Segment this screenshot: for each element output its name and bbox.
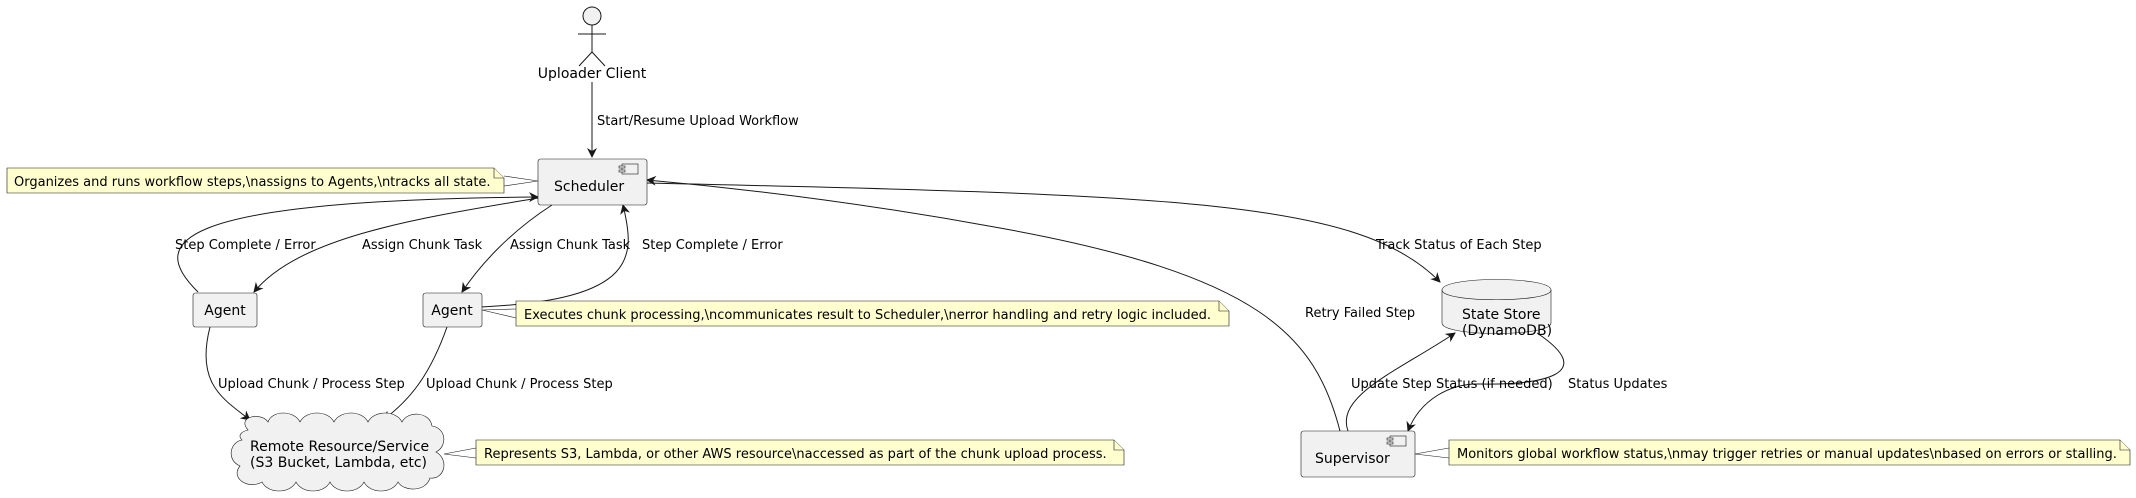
edge-mid-upload — [382, 326, 448, 421]
edge-labels: Start/Resume Upload Workflow Step Comple… — [175, 114, 1668, 392]
edge-label-mid-complete: Step Complete / Error — [642, 238, 783, 253]
edge-label-track: Track Status of Each Step — [1375, 238, 1542, 253]
edge-label-mid-assign: Assign Chunk Task — [510, 238, 631, 253]
component-scheduler[interactable]: Scheduler — [537, 158, 648, 206]
edge-label-status-updates: Status Updates — [1568, 377, 1668, 392]
actor-uploader-client[interactable]: Uploader Client — [538, 6, 647, 82]
database-rim — [1441, 289, 1552, 301]
database-state-store[interactable]: State Store (DynamoDB) — [1441, 279, 1552, 340]
agent-middle[interactable]: Agent — [422, 292, 483, 328]
edge-left-upload — [205, 326, 251, 421]
edge-left-assign — [253, 197, 539, 293]
edge-status-updates — [1406, 332, 1565, 432]
component-supervisor[interactable]: Supervisor — [1300, 430, 1416, 478]
edge-left-step-complete — [177, 192, 539, 293]
note-text: Represents S3, Lambda, or other AWS reso… — [484, 447, 1107, 462]
note-agent: Executes chunk processing,\ncommunicates… — [481, 300, 1230, 327]
note-text: Monitors global workflow status,\nmay tr… — [1457, 447, 2117, 462]
edge-mid-assign — [461, 204, 553, 293]
cloud-shape — [230, 412, 445, 492]
agent-left[interactable]: Agent — [192, 292, 258, 328]
edge-mid-step-complete — [479, 204, 630, 308]
agent-label: Agent — [204, 303, 246, 319]
edge-label-mid-upload: Upload Chunk / Process Step — [426, 377, 613, 392]
actor-label: Uploader Client — [538, 66, 647, 82]
edge-update-status — [1345, 332, 1456, 432]
edge-label-left-assign: Assign Chunk Task — [362, 238, 483, 253]
edge-retry — [646, 175, 1341, 432]
note-scheduler: Organizes and runs workflow steps,\nassi… — [6, 167, 539, 194]
component-icon — [1386, 435, 1407, 447]
note-text: Executes chunk processing,\ncommunicates… — [524, 308, 1211, 323]
component-icon — [618, 163, 639, 175]
stick-figure-icon — [578, 6, 606, 67]
note-remote: Represents S3, Lambda, or other AWS reso… — [443, 439, 1125, 466]
edge-label-update-status: Update Step Status (if needed) — [1351, 377, 1553, 392]
cloud-label-line-1: Remote Resource/Service — [250, 439, 429, 455]
note-text: Organizes and runs workflow steps,\nassi… — [14, 175, 491, 190]
database-cylinder-icon — [1441, 279, 1552, 334]
cloud-remote-resource[interactable]: Remote Resource/Service (S3 Bucket, Lamb… — [230, 412, 445, 492]
edge-track-status — [646, 182, 1441, 283]
note-supervisor: Monitors global workflow status,\nmay tr… — [1414, 439, 2131, 466]
edge-label-left-complete: Step Complete / Error — [175, 238, 316, 253]
agent-label: Agent — [431, 303, 473, 319]
database-label-line-1: State Store — [1462, 307, 1541, 323]
edge-label-left-upload: Upload Chunk / Process Step — [218, 377, 405, 392]
edge-label-retry: Retry Failed Step — [1305, 306, 1415, 321]
component-label: Scheduler — [554, 179, 624, 195]
edges — [177, 82, 1565, 432]
component-label: Supervisor — [1315, 451, 1390, 467]
database-label-line-2: (DynamoDB) — [1462, 323, 1552, 339]
cloud-label-line-2: (S3 Bucket, Lambda, etc) — [250, 455, 427, 471]
edge-label-start: Start/Resume Upload Workflow — [597, 114, 799, 129]
